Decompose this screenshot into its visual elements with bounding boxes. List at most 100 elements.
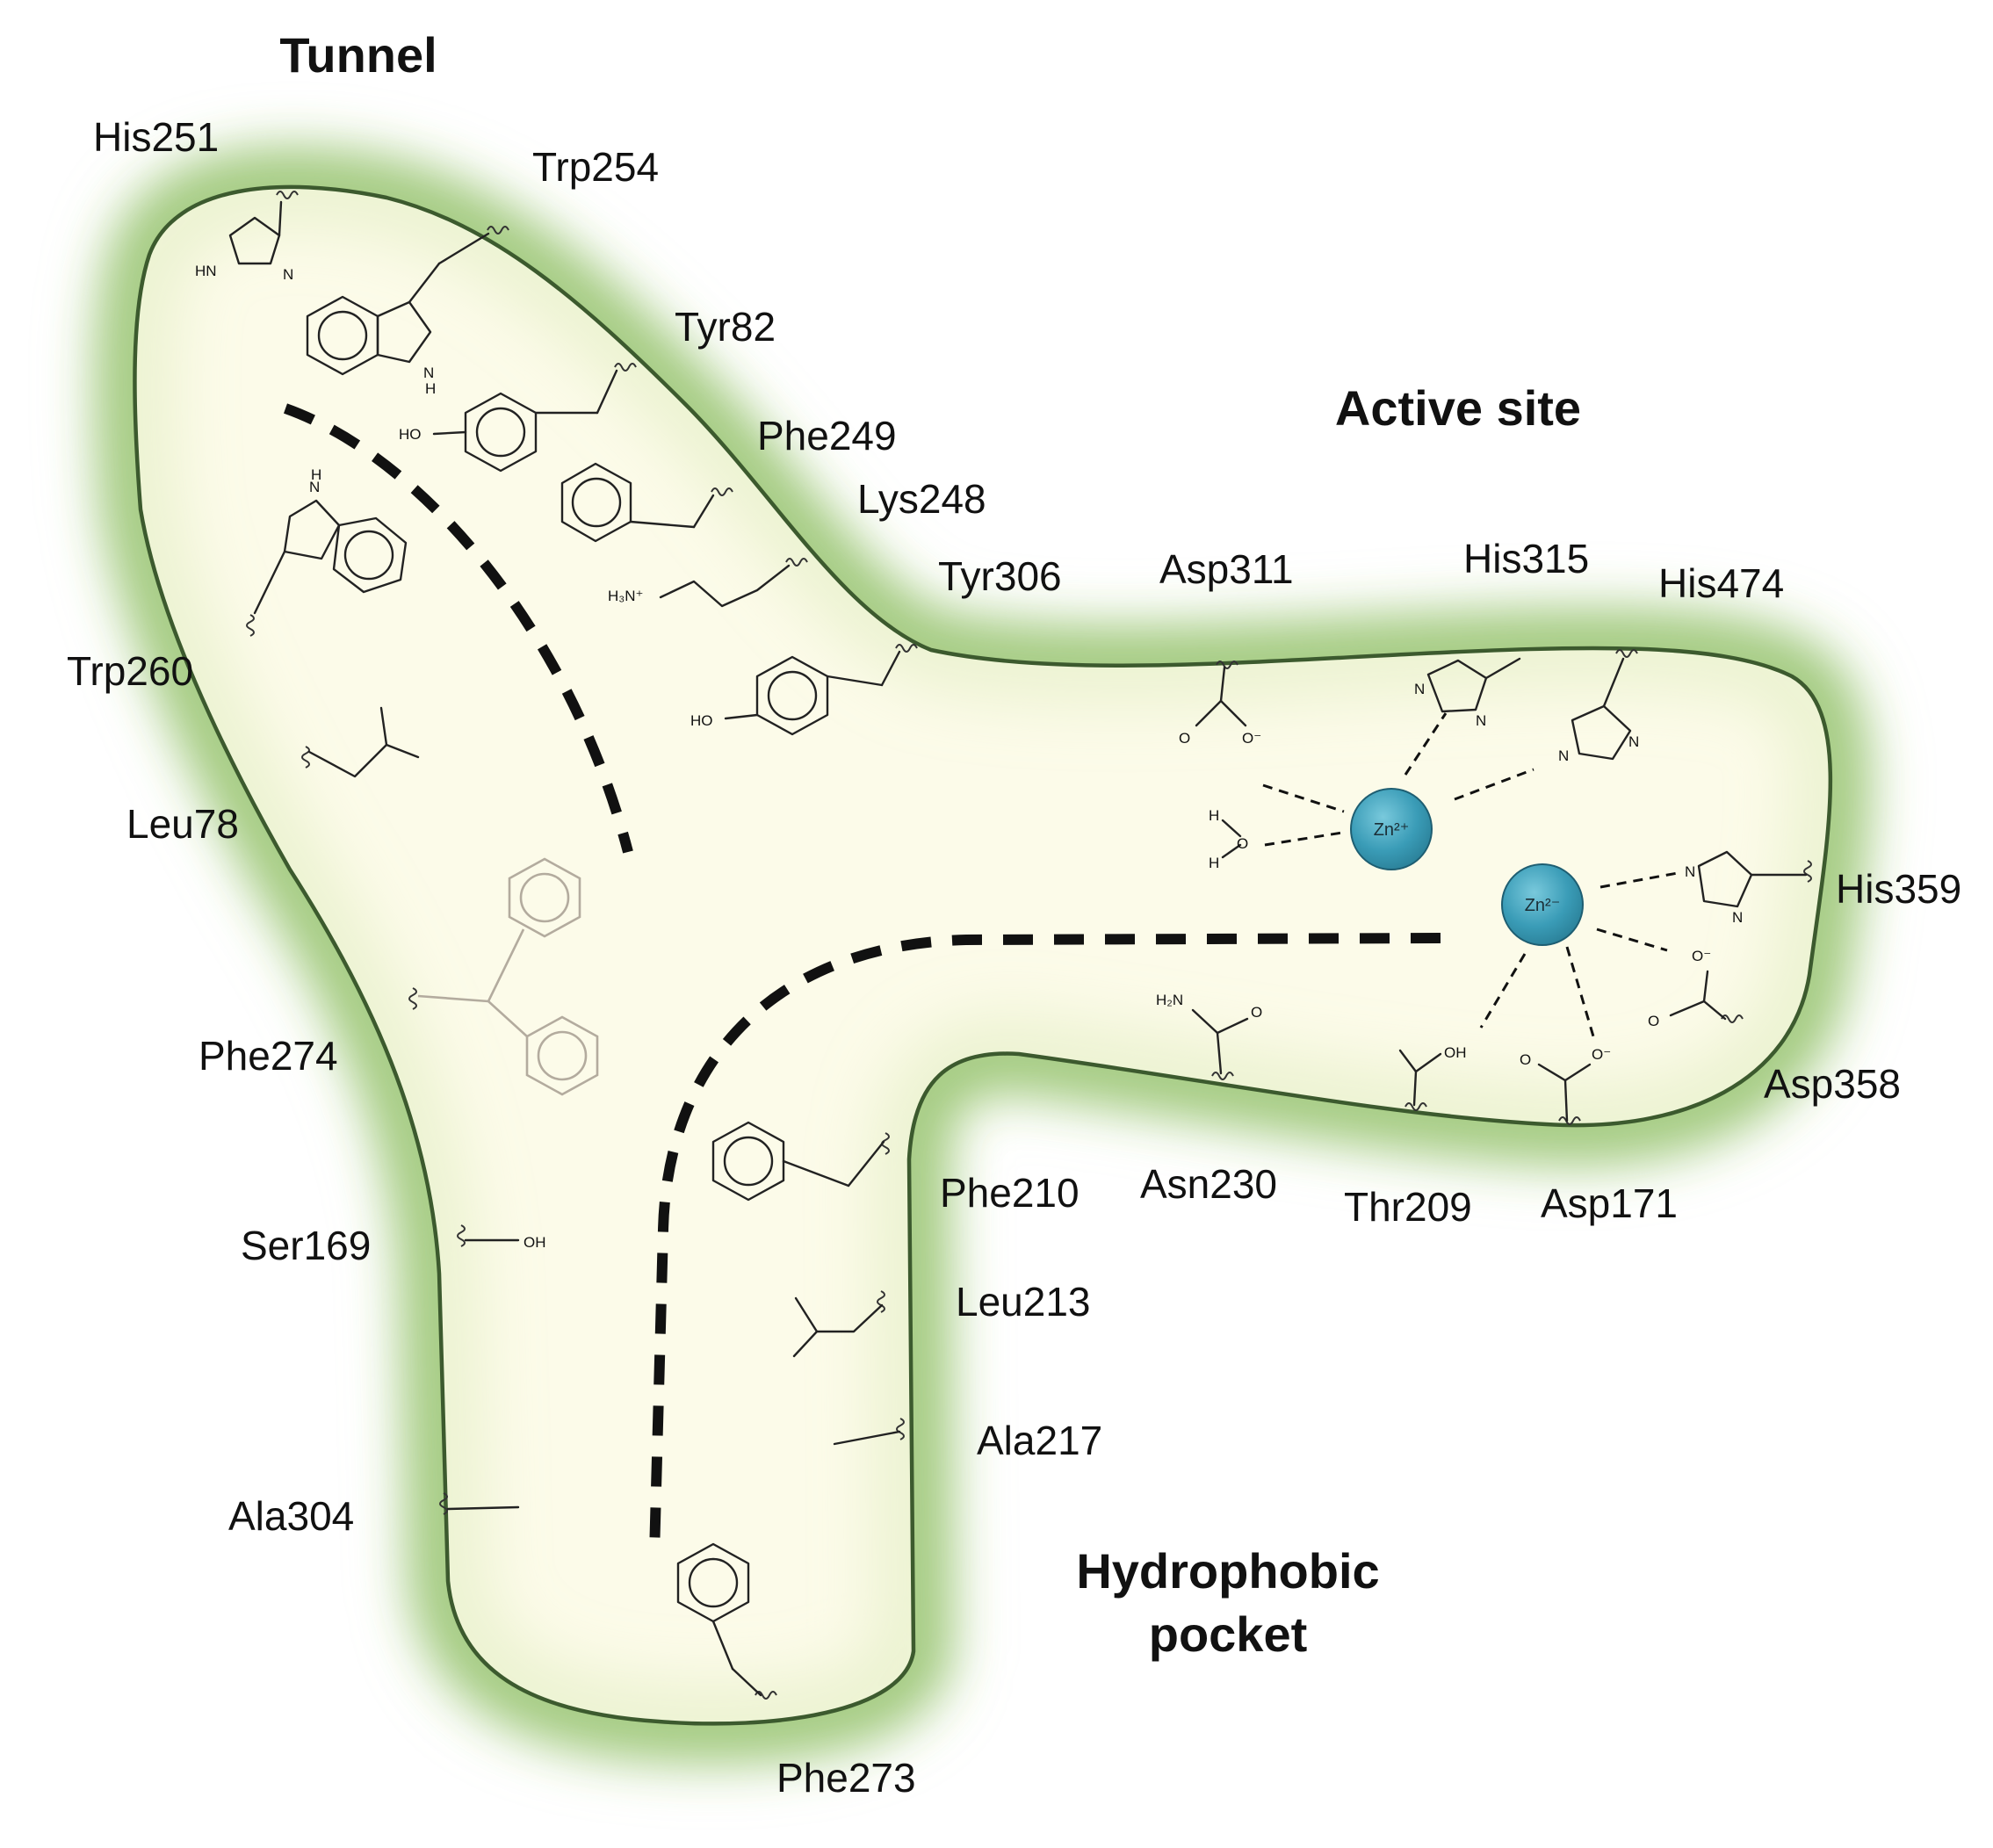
asp358-o-minus-label: O⁻ [1692,948,1711,964]
zinc-lower-label: Zn²⁻ [1525,896,1561,915]
anchor-tyr306 [895,644,918,653]
his359-n2-label: N [1732,909,1743,926]
water-molecule: H O H [1209,807,1248,871]
asn230-label: Asn230 [1140,1161,1277,1207]
water-h2-label: H [1209,855,1219,871]
anchor-thr209 [1404,1102,1427,1111]
anchor-asp358 [1721,1014,1744,1023]
lys248-h3n-label: H₃N⁺ [608,588,643,604]
asn230-h2n-label: H₂N [1156,992,1183,1008]
trp254-h-label: H [425,380,436,397]
ser169-oh-label: OH [524,1234,546,1251]
phe274-faint-diphenyl [417,857,599,1096]
asp311-carboxylate: O O⁻ [1179,666,1261,747]
his359-label: His359 [1836,866,1961,912]
pocket-outline [133,184,1833,1726]
pocket-shape [104,155,1861,1755]
tyr82-phenol: HO [399,369,618,473]
tyr306-label: Tyr306 [938,553,1062,599]
phe210-label: Phe210 [940,1170,1080,1216]
asp171-o-label: O [1520,1051,1531,1068]
phe210-phenyl [711,1121,885,1202]
anchor-ala304 [439,1492,448,1515]
anchor-asp171 [1558,1116,1581,1125]
side-chains: HN N N H HO [195,200,1808,1697]
phe273-label: Phe273 [776,1755,916,1801]
ser169-label: Ser169 [241,1223,371,1268]
ala304-methyl [446,1505,520,1511]
his251-hn-label: HN [195,263,217,279]
phe249-phenyl [560,462,715,543]
water-h1-label: H [1209,807,1219,824]
trp260-label: Trp260 [67,648,193,694]
anchor-trp254 [487,226,509,235]
thr209-label: Thr209 [1344,1184,1472,1230]
anchor-ala217 [896,1418,905,1440]
ala304-label: Ala304 [228,1493,354,1539]
ligand-pathways [283,403,1441,1556]
leu78-label: Leu78 [126,801,239,847]
leu213-isobutyl [792,1296,884,1358]
asp311-o-minus-label: O⁻ [1242,730,1261,747]
leu78-isobutyl [307,706,420,778]
his315-n2-label: N [1476,712,1486,729]
tyr306-phenol: HO [690,650,901,736]
his474-n1-label: N [1558,747,1569,764]
asp171-carboxylate: O O⁻ [1520,1046,1611,1123]
thr209-oh-label: OH [1444,1044,1467,1061]
residue-anchors [246,191,1812,1700]
zinc-ion-lower: Zn²⁻ [1501,863,1584,946]
asp311-o-label: O [1179,730,1190,747]
anchor-phe274 [408,987,417,1010]
asn230-amide: H₂N O [1156,992,1262,1075]
anchor-phe273 [755,1691,777,1700]
his359-imidazole: N N [1685,850,1808,926]
tunnel-pathway [283,403,633,854]
trp260-indole: N H [253,466,408,615]
ala217-methyl [833,1430,901,1446]
asp358-label: Asp358 [1764,1061,1901,1107]
lys248-chain: H₃N⁺ [608,564,791,608]
asp171-o-minus-label: O⁻ [1592,1046,1611,1063]
his474-n2-label: N [1628,733,1639,750]
trp254-indole: N H [306,232,490,397]
trp254-n-label: N [423,365,434,381]
ala217-label: Ala217 [977,1418,1102,1463]
asn230-o-label: O [1251,1004,1262,1021]
residue-labels: His251 Trp254 Tyr82 Phe249 Lys248 Tyr306… [67,114,1961,1801]
hydrophobic-pocket-label-line2: pocket [1149,1606,1308,1662]
thr209-sidechain: OH [1398,1044,1467,1107]
zinc-upper-label: Zn²⁺ [1374,820,1410,840]
anchor-tyr82 [614,363,637,372]
anchor-lys248 [785,558,808,567]
anchor-ser169 [457,1224,466,1247]
trp260-h-label: H [311,466,321,483]
tyr306-ho-label: HO [690,712,713,729]
active-site-label: Active site [1335,380,1581,436]
his251-label: His251 [93,114,219,160]
anchor-leu78 [301,746,310,769]
anchor-asp311 [1216,661,1238,669]
leu213-label: Leu213 [956,1279,1091,1325]
anchor-phe249 [711,487,733,496]
tyr82-ho-label: HO [399,426,422,443]
his359-n1-label: N [1685,863,1695,880]
ser169-hydroxyl: OH [464,1234,546,1251]
anchor-his474 [1615,649,1638,658]
anchor-his359 [1803,860,1812,883]
tunnel-label: Tunnel [279,27,437,83]
phe249-label: Phe249 [757,413,897,458]
asp311-label: Asp311 [1159,546,1294,592]
asp358-o-label: O [1648,1013,1659,1029]
his251-imidazole: HN N [195,200,293,283]
asp171-label: Asp171 [1541,1180,1678,1226]
hydrophobic-pathway [649,933,1441,1556]
anchor-asn230 [1211,1072,1234,1080]
water-o-label: O [1237,835,1248,852]
asp358-carboxylate: O⁻ O [1648,948,1727,1029]
anchor-his251 [276,191,299,199]
tyr82-label: Tyr82 [675,304,776,350]
trp254-label: Trp254 [532,144,659,190]
his251-n-label: N [283,266,293,283]
trp260-n-label: N [309,479,320,495]
